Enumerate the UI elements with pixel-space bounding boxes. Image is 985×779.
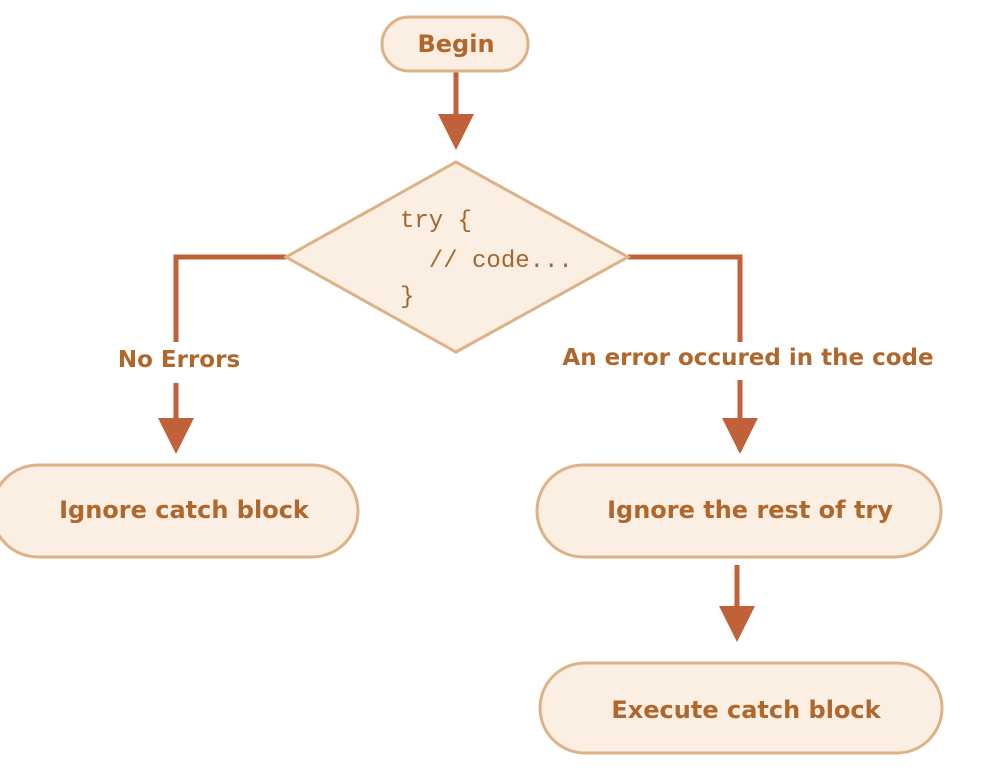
edge-label-error-occured: An error occured in the code [562,345,933,371]
try-decision-node: try { // code... } [282,160,632,354]
connector-decision-to-ignore-rest [628,254,743,342]
code-line-2: // code... [400,248,573,275]
ignore-catch-label: Ignore catch block [59,496,310,524]
arrowhead-to-execute-catch [719,606,755,642]
begin-label: Begin [417,30,494,58]
connectors [173,70,743,610]
ignore-catch-node: Ignore catch block [0,463,360,559]
edge-label-no-errors: No Errors [118,347,240,373]
begin-node: Begin [380,15,530,73]
arrowhead-to-ignore-rest [722,418,758,454]
code-line-3: } [400,284,414,311]
execute-catch-node: Execute catch block [538,661,944,755]
arrowheads [158,114,758,642]
arrowhead-to-ignore-catch [158,418,194,454]
ignore-rest-node: Ignore the rest of try [535,463,943,559]
ignore-rest-label: Ignore the rest of try [607,496,893,524]
arrowhead-to-decision [438,114,474,150]
execute-catch-label: Execute catch block [611,696,881,724]
connector-decision-to-ignore-catch [173,254,286,342]
code-line-1: try { [400,208,472,235]
